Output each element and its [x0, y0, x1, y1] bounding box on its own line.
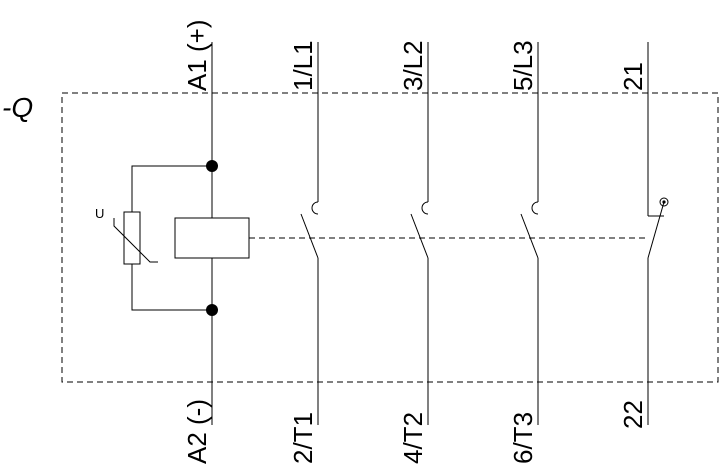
varistor-label: U — [95, 206, 104, 221]
device-reference: -Q — [2, 92, 33, 123]
coil-symbol — [174, 217, 250, 259]
auxiliary-contact-nc — [647, 42, 669, 425]
terminal-label-t3: 6/T3 — [508, 412, 538, 464]
varistor-branch-lower — [131, 264, 212, 311]
terminal-label-21: 21 — [618, 62, 648, 91]
terminal-label-a2: A2 (-) — [182, 399, 212, 464]
aux-contact-marker — [659, 197, 669, 207]
terminal-label-l2: 3/L2 — [398, 40, 428, 91]
main-contact-2 — [410, 42, 429, 425]
coil-circuit: U — [95, 42, 250, 425]
terminal-label-a1: A1 (+) — [182, 19, 212, 91]
terminal-label-22: 22 — [618, 400, 648, 429]
varistor-branch — [131, 165, 212, 212]
terminal-label-l1: 1/L1 — [288, 40, 318, 91]
terminal-label-t1: 2/T1 — [288, 412, 318, 464]
varistor-slash — [113, 218, 158, 263]
terminal-label-l3: 5/L3 — [508, 40, 538, 91]
device-enclosure — [61, 92, 719, 383]
terminal-label-t2: 4/T2 — [398, 412, 428, 464]
main-contact-1 — [300, 42, 319, 425]
main-contact-3 — [520, 42, 539, 425]
varistor-symbol — [123, 211, 141, 265]
